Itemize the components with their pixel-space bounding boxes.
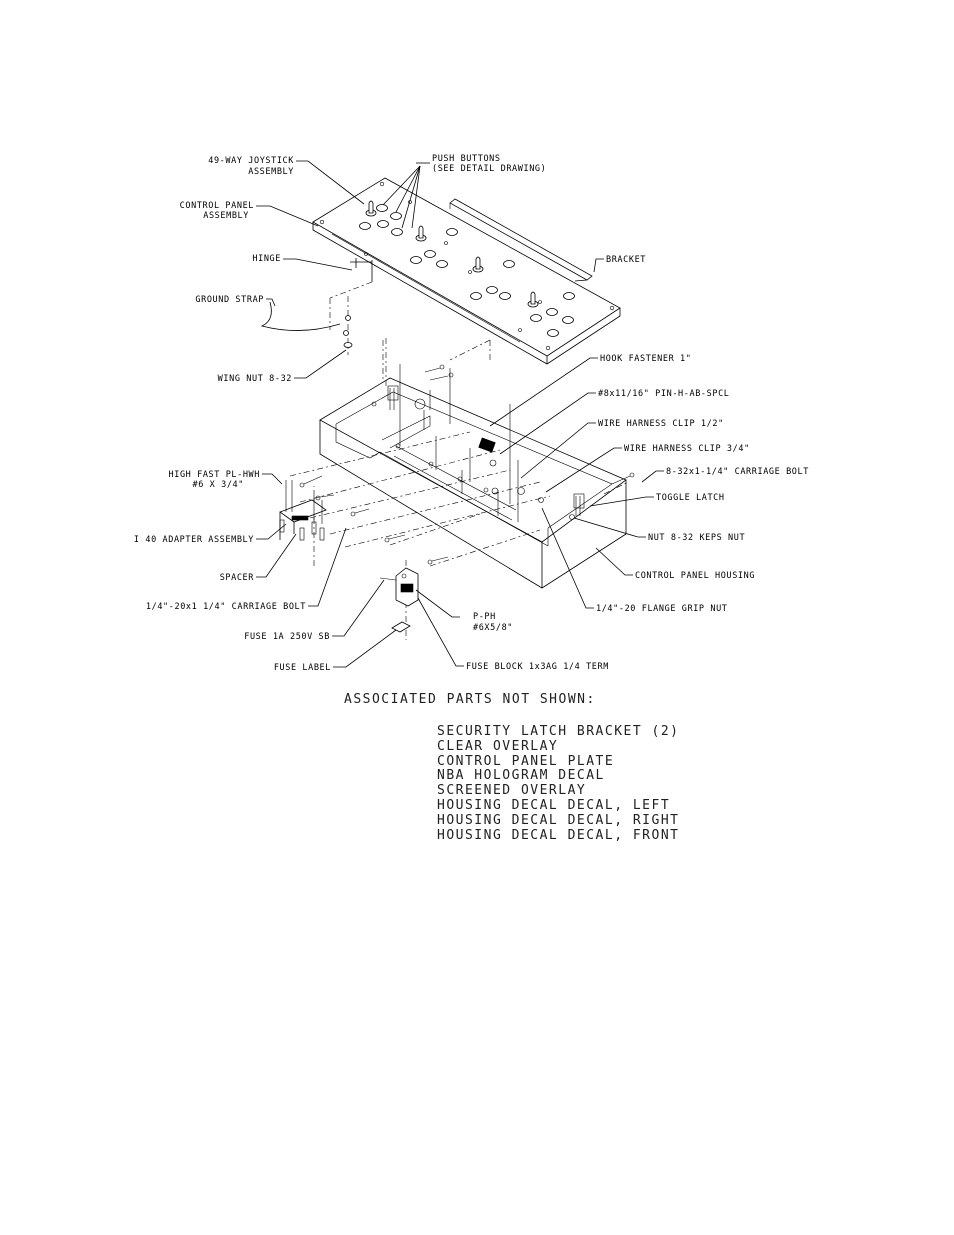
label-carriage-quarter: 1/4"-20x1 1/4" CARRIAGE BOLT bbox=[146, 602, 306, 612]
label-fuse-screw-1: P-PH bbox=[473, 612, 496, 622]
label-toggle-latch: TOGGLE LATCH bbox=[656, 493, 725, 503]
label-push-buttons-2: (SEE DETAIL DRAWING) bbox=[432, 164, 546, 174]
adapter-assembly-part bbox=[279, 480, 327, 541]
label-fuse-block: FUSE BLOCK 1x3AG 1/4 TERM bbox=[466, 662, 609, 672]
label-hook-fastener: HOOK FASTENER 1" bbox=[600, 354, 691, 364]
list-item: SCREENED OVERLAY bbox=[437, 783, 587, 799]
control-panel-plate bbox=[312, 177, 621, 365]
list-item: CONTROL PANEL PLATE bbox=[437, 753, 615, 769]
hinge-part bbox=[329, 258, 373, 330]
label-housing: CONTROL PANEL HOUSING bbox=[635, 571, 755, 581]
label-push-buttons-1: PUSH BUTTONS bbox=[432, 154, 501, 164]
label-adapter: I 40 ADAPTER ASSEMBLY bbox=[134, 535, 254, 545]
leader-lines bbox=[256, 160, 664, 668]
exploded-view-axes bbox=[289, 338, 629, 640]
label-clip-three-quarter: WIRE HARNESS CLIP 3/4" bbox=[624, 444, 750, 454]
list-item: HOUSING DECAL DECAL, LEFT bbox=[437, 797, 671, 813]
label-hinge: HINGE bbox=[252, 254, 281, 264]
list-item: SECURITY LATCH BRACKET (2) bbox=[437, 724, 680, 739]
notes-title: ASSOCIATED PARTS NOT SHOWN: bbox=[344, 692, 596, 707]
label-pin-screw: #8x11/16" PIN-H-AB-SPCL bbox=[598, 389, 730, 399]
fastener-set bbox=[299, 364, 635, 565]
label-clip-half: WIRE HARNESS CLIP 1/2" bbox=[598, 419, 724, 429]
label-spacer: SPACER bbox=[220, 573, 255, 583]
list-item: HOUSING DECAL DECAL, RIGHT bbox=[437, 812, 680, 828]
assembly-centerlines bbox=[382, 339, 491, 440]
bracket-part bbox=[449, 198, 593, 282]
label-control-panel-1: CONTROL PANEL bbox=[180, 201, 254, 211]
label-control-panel-2: ASSEMBLY bbox=[203, 211, 249, 221]
control-panel-housing bbox=[319, 364, 627, 589]
label-bracket: BRACKET bbox=[606, 255, 646, 265]
joystick-icon bbox=[365, 200, 539, 308]
label-carriage-8-32: 8-32x1-1/4" CARRIAGE BOLT bbox=[666, 467, 809, 477]
label-joystick-2: ASSEMBLY bbox=[248, 167, 294, 177]
label-high-fast-1: HIGH FAST PL-HWH bbox=[169, 470, 260, 480]
label-fuse-screw-2: #6X5/8" bbox=[473, 623, 513, 633]
label-high-fast-2: #6 X 3/4" bbox=[193, 480, 244, 490]
label-joystick-1: 49-WAY JOYSTICK bbox=[208, 156, 294, 166]
list-item: NBA HOLOGRAM DECAL bbox=[437, 768, 605, 784]
label-wing-nut: WING NUT 8-32 bbox=[218, 374, 292, 384]
fuse-block-part bbox=[379, 567, 419, 633]
associated-parts-list: SECURITY LATCH BRACKET (2) CLEAR OVERLAY… bbox=[437, 724, 680, 843]
ground-strap-part bbox=[260, 296, 353, 355]
push-button-icon bbox=[359, 204, 575, 337]
list-item: CLEAR OVERLAY bbox=[437, 738, 559, 754]
label-flange-nut: 1/4"-20 FLANGE GRIP NUT bbox=[596, 604, 728, 614]
list-item: HOUSING DECAL DECAL, FRONT bbox=[437, 827, 680, 843]
label-ground-strap: GROUND STRAP bbox=[195, 295, 264, 305]
label-fuse-label: FUSE LABEL bbox=[274, 663, 331, 673]
label-fuse: FUSE 1A 250V SB bbox=[244, 632, 330, 642]
label-nut-keps: NUT 8-32 KEPS NUT bbox=[648, 533, 745, 543]
callout-labels: 49-WAY JOYSTICK ASSEMBLY PUSH BUTTONS (S… bbox=[134, 154, 809, 673]
